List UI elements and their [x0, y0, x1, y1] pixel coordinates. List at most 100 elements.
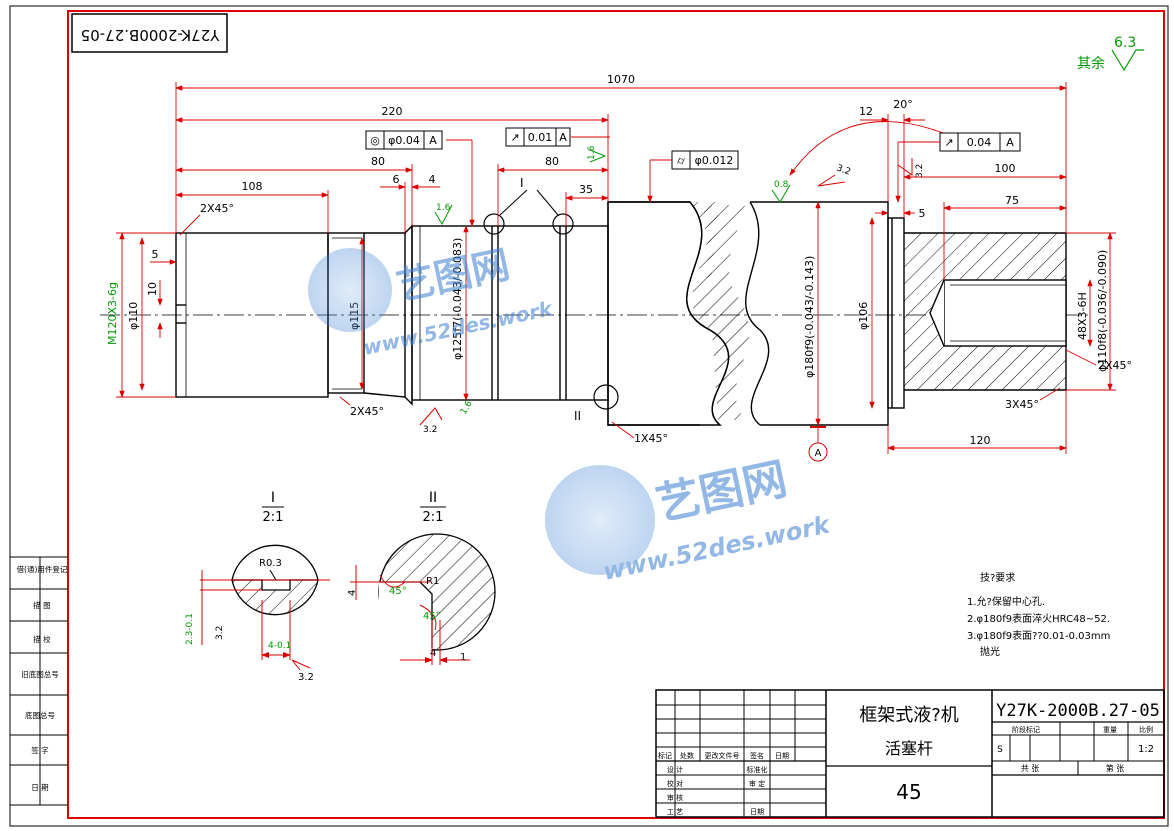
cyl-symbol: ⌭	[677, 154, 685, 167]
side-label-3: 描 校	[33, 634, 51, 644]
piston-rod	[100, 201, 1090, 426]
dim-1070: 1070	[607, 73, 635, 86]
roughness-1-6-a: 1.6	[436, 203, 451, 213]
side-column: 借(通)用件登记 描 图 描 校 旧底图总号 底图总号 签 字 日 期	[10, 556, 68, 806]
dim-10: 10	[146, 282, 159, 296]
dim-120: 120	[970, 434, 991, 447]
tech-req-3: 3.φ180f9表面??0.01-0.03mm	[967, 629, 1110, 642]
tech-req-4: 抛光	[980, 645, 1000, 658]
tech-req-2: 2.φ180f9表面淬火HRC48~52.	[967, 612, 1110, 625]
row-process: 工 艺	[667, 808, 683, 816]
runout1-datum: A	[559, 131, 567, 144]
detail-label-1: I	[520, 176, 524, 190]
outer-border	[9, 5, 1169, 827]
detail1-scale: 2:1	[263, 510, 284, 525]
rotated-code-text: Y27K-2000B.27-05	[81, 26, 221, 44]
side-label-6: 签 字	[31, 745, 48, 755]
dim-chamfer-2x45-b: 2X45°	[350, 405, 384, 418]
dim-angle-20: 20°	[893, 98, 913, 111]
rev-col-file: 更改文件号	[705, 751, 740, 760]
dim-chamfer-3x45: 3X45°	[1005, 398, 1039, 411]
coax-value: φ0.04	[388, 134, 420, 147]
detail-circle-1	[483, 213, 505, 235]
detail-circle-2	[593, 384, 619, 410]
dim-dia110-right: φ110f8(-0.036/-0.090)	[1096, 250, 1109, 372]
roughness-default: 其余 6.3	[1077, 35, 1144, 72]
rev-col-date: 日期	[775, 752, 789, 760]
side-label-4: 旧底图总号	[21, 669, 59, 679]
runout1-value: 0.01	[528, 131, 553, 144]
dim-35: 35	[579, 183, 593, 196]
detail-label-2: II	[574, 409, 581, 423]
cyl-value: φ0.012	[695, 154, 734, 167]
tech-req-1: 1.允?保留中心孔.	[967, 595, 1045, 608]
stage-value: S	[997, 745, 1003, 755]
detail2-dim4b: 4	[430, 648, 436, 659]
dim-thread-right: 48X3-6H	[1076, 292, 1089, 340]
tech-requirements: 技?要求 1.允?保留中心孔. 2.φ180f9表面淬火HRC48~52. 3.…	[967, 571, 1110, 658]
code-box-rotated: Y27K-2000B.27-05	[71, 13, 228, 53]
part-name: 活塞杆	[885, 739, 933, 758]
material: 45	[896, 780, 921, 804]
roughness-1-6-b: 1.6	[587, 145, 597, 160]
roughness-1-6-c: 1.6	[459, 399, 475, 417]
sheet-no: 第 张	[1106, 763, 1125, 773]
row-review: 审 核	[667, 793, 683, 802]
detail1-title: I	[271, 490, 275, 506]
roughness-0-8: 0.8	[774, 180, 789, 190]
datum-a-label: A	[815, 448, 822, 459]
dim-chamfer-1x45: 1X45°	[634, 432, 668, 445]
title-block-text: 框架式液?机 活塞杆 45 Y27K-2000B.27-05 阶段标记 重量 比…	[658, 701, 1160, 816]
runout2-symbol: ↗	[944, 136, 953, 149]
scale-value: 1:2	[1138, 744, 1154, 755]
dim-4: 4	[429, 173, 436, 186]
runout2-datum: A	[1006, 136, 1014, 149]
tech-req-title: 技?要求	[980, 571, 1015, 584]
coax-datum: A	[429, 134, 437, 147]
dim-chamfer-2x45-c: 2X45°	[1098, 359, 1132, 372]
roughness-default-value: 6.3	[1114, 35, 1136, 51]
datum-a: A	[808, 426, 828, 462]
row-standard: 标准化	[747, 765, 768, 774]
dim-dia180: φ180f9(-0.043/-0.143)	[803, 256, 816, 378]
detail2-title: II	[429, 490, 437, 506]
weight-label: 重量	[1103, 726, 1117, 734]
dim-75: 75	[1005, 194, 1019, 207]
dim-100: 100	[995, 162, 1016, 175]
dim-108: 108	[242, 180, 263, 193]
detail2-r1: R1	[426, 576, 439, 587]
drawing-code: Y27K-2000B.27-05	[996, 701, 1160, 721]
detail1-dim-w: 4-0.1	[268, 641, 291, 651]
roughness-marks: 1.6 1.6 0.8 3.2 3.2 3.2 1.6	[419, 145, 925, 435]
watermark-2: 艺图网 www.52des.work	[545, 453, 834, 586]
rev-col-mark: 标记	[658, 751, 672, 760]
side-label-5: 底图总号	[25, 710, 55, 720]
row-date: 日期	[750, 808, 764, 816]
detail1-radius: R0.3	[259, 558, 282, 569]
scale-label: 比例	[1139, 725, 1153, 734]
inner-border	[67, 10, 1165, 819]
runout2-value: 0.04	[967, 136, 992, 149]
side-label-1: 借(通)用件登记	[17, 564, 68, 574]
dim-5-left: 5	[152, 248, 159, 261]
detail-circle-1b	[552, 213, 574, 235]
rev-col-sign: 签名	[750, 751, 764, 760]
dim-chamfer-2x45-a: 2X45°	[200, 202, 234, 215]
roughness-3-2-b: 3.2	[915, 164, 925, 178]
dim-dia125: φ125f7(-0.043/-0.083)	[451, 238, 464, 360]
title-block	[655, 689, 1165, 818]
watermark-brand-2: 艺图网	[652, 453, 792, 530]
sheet-total: 共 张	[1021, 764, 1040, 773]
machine-name: 框架式液?机	[859, 705, 959, 726]
roughness-3-2-c: 3.2	[423, 425, 437, 435]
roughness-default-prefix: 其余	[1077, 55, 1105, 72]
detail2-scale: 2:1	[423, 510, 444, 525]
stage-label: 阶段标记	[1012, 725, 1040, 734]
side-label-7: 日 期	[31, 783, 48, 792]
roughness-3-2-a: 3.2	[835, 163, 852, 177]
detail-view-1: I 2:1 R0.3 2.3-0.1 4-0.1 3.2 3.2	[185, 490, 330, 683]
runout1-symbol: ↗	[510, 131, 519, 144]
tolerance-frames: ◎ φ0.04 A ↗ 0.01 A ⌭ φ0.012 ↗ 0.04 A	[365, 127, 1021, 170]
dim-thread-left: M120X3-6g	[106, 282, 119, 345]
detail1-dim-h: 2.3-0.1	[185, 613, 195, 645]
